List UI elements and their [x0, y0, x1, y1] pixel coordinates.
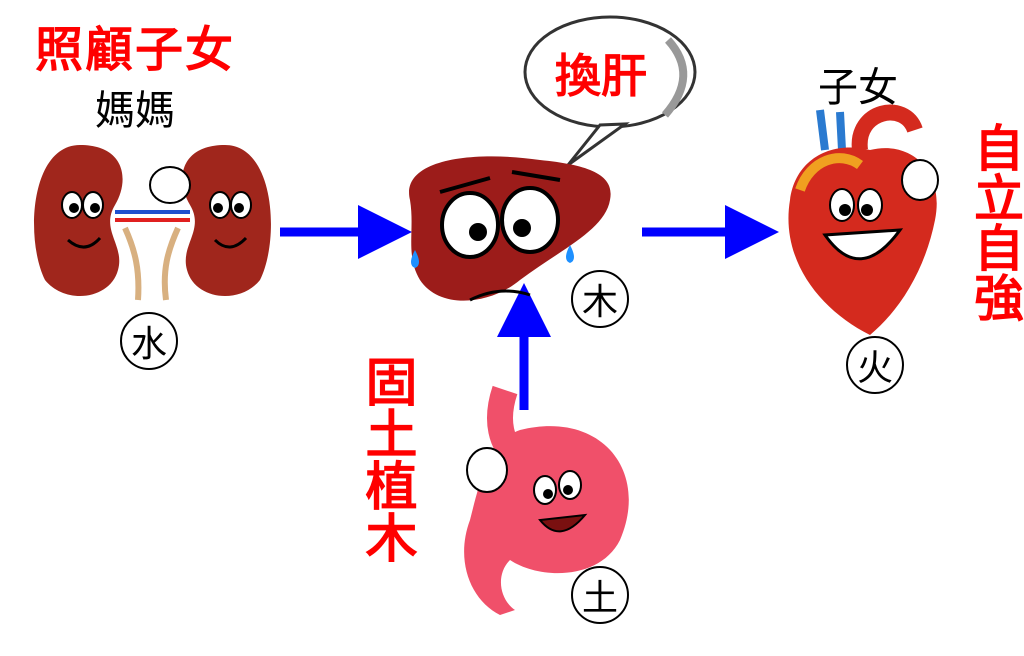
liver-speech-text: 換肝: [555, 49, 647, 103]
stomach-side-caption: 固土植木: [356, 355, 416, 563]
kidney-caption: 照顧子女: [35, 22, 236, 78]
kidneys-illustration: [34, 145, 271, 301]
element-fire-badge: 火: [846, 336, 904, 394]
heart-side-caption: 自立自強: [966, 122, 1024, 322]
element-wood-badge: 木: [571, 270, 629, 328]
liver-illustration: [409, 156, 611, 302]
speech-bubble: [523, 15, 697, 167]
kidney-subcaption: 媽媽: [95, 88, 175, 134]
heart-illustration: [788, 104, 939, 335]
element-earth-badge: 土: [571, 566, 629, 624]
element-water-badge: 水: [120, 312, 178, 370]
heart-caption: 子女: [818, 65, 898, 111]
